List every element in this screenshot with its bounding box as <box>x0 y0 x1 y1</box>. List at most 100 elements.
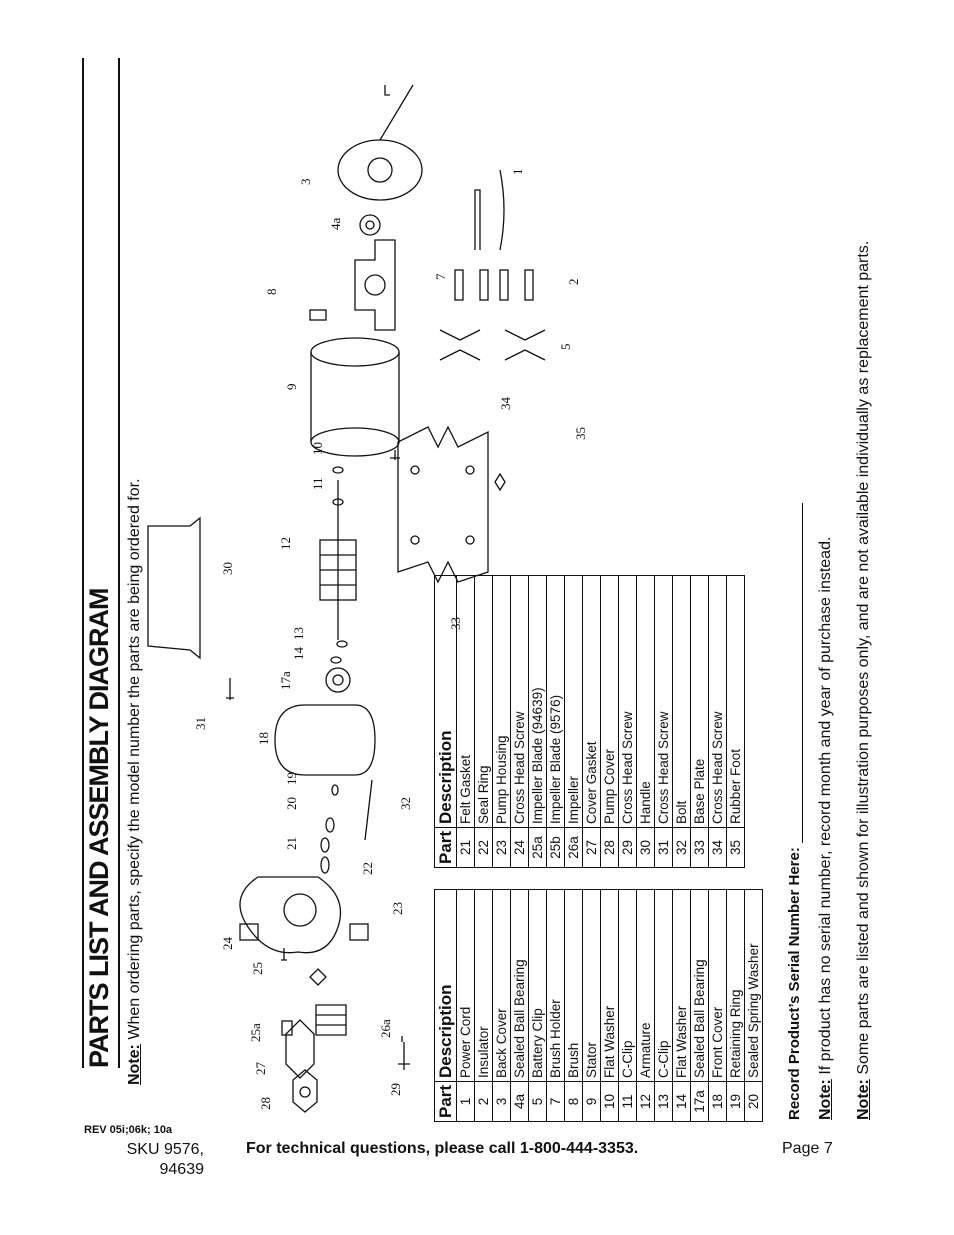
revision-code: REV 05i;06k; 10a <box>84 1124 173 1136</box>
part-description: Cover Gasket <box>582 575 601 828</box>
callout-5: 5 <box>558 344 573 351</box>
serial-number-label: Record Product’s Serial Number Here: <box>786 847 803 1120</box>
part-description: Cross Head Screw <box>618 575 637 828</box>
assembly-diagram: 28 27 25a 26a 29 25 24 23 22 21 20 19 32… <box>147 84 588 1113</box>
part-number: 22 <box>474 827 493 868</box>
part-number: 14 <box>672 1081 691 1122</box>
part-description: Handle <box>636 575 655 828</box>
part-description: Front Cover <box>708 889 727 1082</box>
callout-28: 28 <box>258 1097 273 1110</box>
part-number: 24 <box>510 827 529 868</box>
callout-8: 8 <box>264 289 279 296</box>
callout-23: 23 <box>390 902 405 915</box>
callout-25a: 25a <box>248 1023 263 1042</box>
part-description: Pump Housing <box>492 575 511 828</box>
part-number: 21 <box>456 827 475 868</box>
callout-4a: 4a <box>328 218 343 231</box>
callout-32: 32 <box>398 797 413 810</box>
illustration-note-text: Some parts are listed and shown for illu… <box>855 240 872 1075</box>
callout-1: 1 <box>510 169 525 176</box>
part-description: Sealed Ball Bearing <box>510 889 529 1082</box>
part-number: 5 <box>528 1081 547 1122</box>
part-number: 4a <box>510 1081 529 1122</box>
part-number: 1 <box>456 1081 475 1122</box>
part-number: 26a <box>564 827 583 868</box>
header-description: Description <box>434 889 457 1082</box>
part-number: 35 <box>726 827 745 868</box>
sku-label: SKU 9576, 94639 <box>100 1140 204 1180</box>
header-description: Description <box>434 575 457 828</box>
part-description: Flat Washer <box>672 889 691 1082</box>
serial-number-line[interactable] <box>789 502 803 843</box>
part-number: 25b <box>546 827 565 868</box>
serial-note-label: Note: <box>817 1079 834 1120</box>
callout-33: 33 <box>448 617 463 630</box>
callout-14: 14 <box>291 647 306 661</box>
part-number: 13 <box>654 1081 673 1122</box>
callout-27: 27 <box>253 1062 268 1076</box>
callout-3: 3 <box>298 179 313 186</box>
serial-note: Note: If product has no serial number, r… <box>817 537 835 1120</box>
callout-19: 19 <box>284 772 299 785</box>
part-number: 31 <box>654 827 673 868</box>
callout-25: 25 <box>250 962 265 975</box>
callout-22: 22 <box>360 862 375 875</box>
part-number: 27 <box>582 827 601 868</box>
illustration-note-label: Note: <box>855 1079 872 1120</box>
callout-7: 7 <box>433 273 448 280</box>
callout-13: 13 <box>291 627 306 640</box>
part-number: 8 <box>564 1081 583 1122</box>
header-part: Part <box>434 1081 457 1122</box>
rotated-page-content: PARTS LIST AND ASSEMBLY DIAGRAM Note: Wh… <box>0 58 872 1130</box>
illustration-note: Note: Some parts are listed and shown fo… <box>855 241 873 1120</box>
part-description: Felt Gasket <box>456 575 475 828</box>
callout-12: 12 <box>278 537 293 550</box>
part-number: 34 <box>708 827 727 868</box>
serial-number-field[interactable]: Record Product’s Serial Number Here: <box>786 502 803 1120</box>
sku-line-2: 94639 <box>159 1161 205 1178</box>
part-number: 30 <box>636 827 655 868</box>
callout-29: 29 <box>388 1083 403 1096</box>
part-description: Stator <box>582 889 601 1082</box>
part-number: 3 <box>492 1081 511 1122</box>
part-description: Impeller Blade (9576) <box>546 575 565 828</box>
part-description: Pump Cover <box>600 575 619 828</box>
part-description: Cross Head Screw <box>708 575 727 828</box>
part-number: 33 <box>690 827 709 868</box>
part-description: C-Clip <box>654 889 673 1082</box>
page-number: Page 7 <box>782 1140 833 1157</box>
callout-18: 18 <box>256 732 271 745</box>
header-part: Part <box>434 827 457 868</box>
callout-10: 10 <box>310 442 325 455</box>
callout-17a: 17a <box>278 671 293 690</box>
part-description: Cross Head Screw <box>510 575 529 828</box>
callout-24: 24 <box>220 937 235 951</box>
table-header-row: Part Description <box>434 575 457 868</box>
callout-31: 31 <box>193 717 208 730</box>
